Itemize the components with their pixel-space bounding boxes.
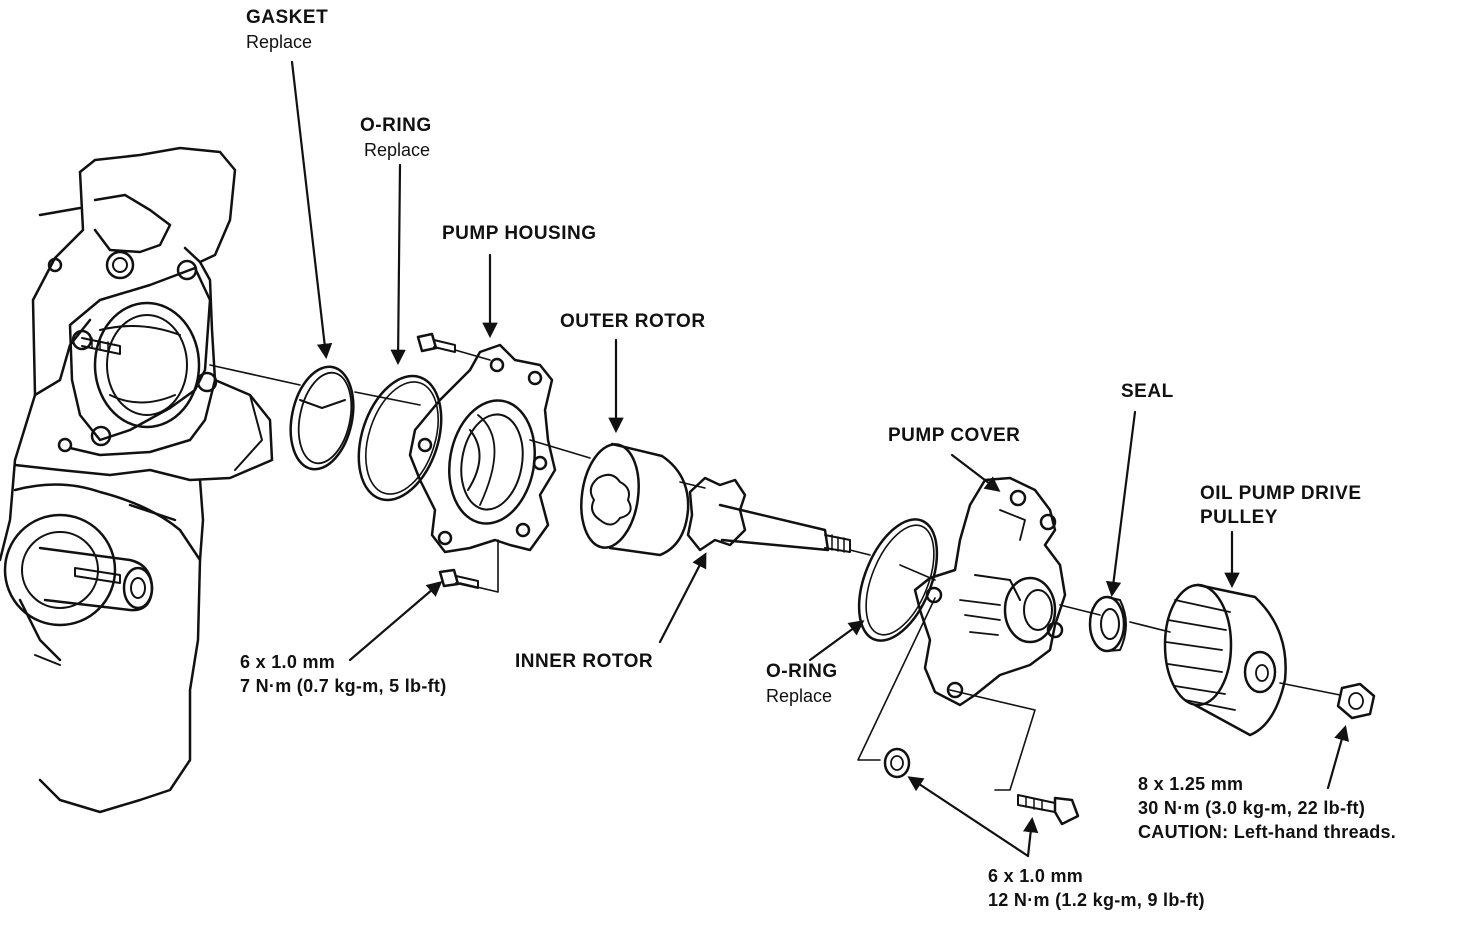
pulley-nut-caution: CAUTION: Left-hand threads. xyxy=(1138,822,1397,842)
o-ring-bottom-label: O-RING Replace xyxy=(766,660,838,708)
oil-pump-drive-pulley-part xyxy=(1163,583,1287,737)
seal-part xyxy=(1088,595,1127,653)
pump-housing-label: PUMP HOUSING xyxy=(442,222,597,246)
arrow-gasket xyxy=(290,60,333,360)
arrow-inner-rotor xyxy=(658,552,707,644)
o-ring-bottom-part xyxy=(857,518,939,642)
cover-bolt-torque: 12 N·m (1.2 kg-m, 9 lb-ft) xyxy=(988,890,1205,910)
assembly-axis-lines xyxy=(209,349,1341,791)
arrow-housing-bolt xyxy=(348,580,443,662)
outer-rotor-label-name: OUTER ROTOR xyxy=(560,311,706,332)
outer-rotor-part xyxy=(580,442,690,557)
gasket-part xyxy=(289,365,355,471)
gasket-label-note: Replace xyxy=(246,32,313,52)
pump-cover-part xyxy=(913,476,1067,707)
cover-bolt-spec: 6 x 1.0 mm 12 N·m (1.2 kg-m, 9 lb-ft) xyxy=(988,864,1205,912)
housing-bolt-top xyxy=(416,332,456,353)
engine-block xyxy=(0,146,274,814)
callout-arrows xyxy=(290,60,1350,858)
arrow-cover-nut xyxy=(907,776,1030,858)
o-ring-top-label-note: Replace xyxy=(364,140,431,160)
pulley-nut xyxy=(1336,682,1376,720)
cover-bolt xyxy=(1017,794,1080,826)
pulley-label-line1: OIL PUMP DRIVE xyxy=(1200,483,1362,504)
o-ring-top-part xyxy=(357,374,443,502)
seal-label-name: SEAL xyxy=(1121,381,1174,402)
pulley-label: OIL PUMP DRIVE PULLEY xyxy=(1200,482,1362,530)
o-ring-top-label-name: O-RING xyxy=(360,115,432,136)
inner-rotor-label-name: INNER ROTOR xyxy=(515,651,654,672)
pulley-nut-torque: 30 N·m (3.0 kg-m, 22 lb-ft) xyxy=(1138,798,1366,818)
inner-rotor-label: INNER ROTOR xyxy=(515,650,653,674)
pulley-nut-spec: 8 x 1.25 mm 30 N·m (3.0 kg-m, 22 lb-ft) … xyxy=(1138,772,1396,844)
arrow-cover-bolt xyxy=(1022,816,1039,858)
arrow-o-ring-top xyxy=(390,163,406,366)
pump-housing-label-name: PUMP HOUSING xyxy=(442,223,597,244)
housing-bolt-size: 6 x 1.0 mm xyxy=(240,652,336,672)
arrow-seal xyxy=(1105,410,1137,598)
housing-bolt-torque: 7 N·m (0.7 kg-m, 5 lb-ft) xyxy=(240,676,447,696)
seal-label: SEAL xyxy=(1121,380,1174,404)
gasket-label-name: GASKET xyxy=(246,7,329,28)
arrow-pulley-nut xyxy=(1326,725,1350,790)
arrow-pump-cover xyxy=(950,453,1001,492)
pump-cover-label-name: PUMP COVER xyxy=(888,425,1021,446)
pump-housing-part xyxy=(408,343,557,554)
outer-rotor-label: OUTER ROTOR xyxy=(560,310,706,334)
housing-bolt-bottom xyxy=(438,568,479,589)
pump-cover-label: PUMP COVER xyxy=(888,424,1020,448)
pulley-label-line2: PULLEY xyxy=(1200,507,1278,528)
housing-bolt-spec: 6 x 1.0 mm 7 N·m (0.7 kg-m, 5 lb-ft) xyxy=(240,650,447,698)
gasket-label: GASKET Replace xyxy=(246,6,328,54)
cover-nut xyxy=(883,747,911,779)
inner-rotor-part xyxy=(686,476,851,553)
cover-bolt-size: 6 x 1.0 mm xyxy=(988,866,1084,886)
arrow-o-ring-bottom xyxy=(808,620,865,662)
o-ring-top-label: O-RING Replace xyxy=(360,114,432,162)
o-ring-bottom-label-note: Replace xyxy=(766,686,833,706)
o-ring-bottom-label-name: O-RING xyxy=(766,661,838,682)
pulley-nut-size: 8 x 1.25 mm xyxy=(1138,774,1244,794)
